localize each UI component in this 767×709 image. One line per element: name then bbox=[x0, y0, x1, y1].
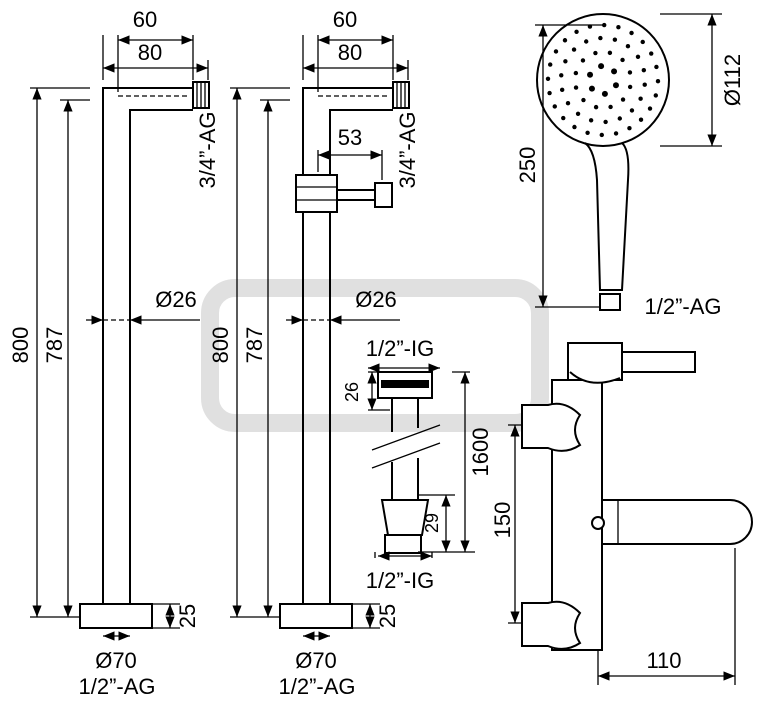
nozzle-dot bbox=[642, 82, 647, 87]
nozzle-dot bbox=[620, 57, 625, 63]
nozzle-dot bbox=[598, 63, 605, 70]
nozzle-dot bbox=[547, 90, 552, 96]
nozzle-dot bbox=[627, 84, 633, 90]
dim-800: 800 bbox=[208, 327, 233, 364]
nozzle-dot bbox=[603, 119, 608, 125]
dim-250: 250 bbox=[515, 147, 540, 184]
nozzle-dot bbox=[553, 49, 559, 54]
nozzle-dot bbox=[638, 96, 643, 101]
nozzle-dot bbox=[587, 71, 594, 78]
nozzle-dot bbox=[593, 50, 598, 56]
nozzle-dot bbox=[640, 39, 645, 45]
dim-60: 60 bbox=[133, 7, 157, 32]
nozzle-dot bbox=[612, 37, 618, 42]
nozzle-dot bbox=[612, 82, 619, 89]
dim-787: 787 bbox=[242, 327, 267, 364]
nozzle-dot bbox=[613, 131, 619, 136]
shower-hose: 1/2”-IG 26 1600 29 1/2”-IG bbox=[342, 336, 493, 593]
nozzle-dot bbox=[548, 62, 553, 67]
nozzle-dot bbox=[584, 39, 589, 44]
base-diameter: Ø70 bbox=[295, 648, 337, 673]
dim-53: 53 bbox=[338, 125, 362, 150]
nozzle-dot bbox=[581, 97, 586, 103]
nozzle-dot bbox=[611, 68, 618, 75]
dim-25: 25 bbox=[175, 604, 200, 628]
base-thread: 1/2”-AG bbox=[278, 674, 355, 699]
nozzle-dot bbox=[629, 30, 634, 36]
nozzle-dot bbox=[653, 93, 658, 98]
top-thread: 1/2”-IG bbox=[366, 336, 434, 361]
nozzle-dot bbox=[629, 108, 635, 113]
nozzle-dot bbox=[616, 25, 621, 30]
nozzle-dot bbox=[575, 111, 581, 116]
hand-shower: 250 Ø112 1/2”-AG bbox=[515, 13, 745, 319]
dim-80: 80 bbox=[138, 40, 162, 65]
dim-1600: 1600 bbox=[468, 428, 493, 477]
nozzle-dot bbox=[655, 79, 661, 84]
nozzle-dot bbox=[617, 116, 622, 121]
nozzle-dot bbox=[620, 97, 626, 102]
nozzle-dot bbox=[607, 50, 613, 56]
nozzle-dot bbox=[647, 106, 653, 111]
watermark-logo bbox=[201, 279, 549, 432]
base-thread: 1/2”-AG bbox=[78, 674, 155, 699]
base-diameter: Ø70 bbox=[95, 648, 137, 673]
nozzle-dot bbox=[545, 76, 551, 81]
shower-thread: 1/2”-AG bbox=[644, 294, 721, 319]
nozzle-dot bbox=[561, 115, 566, 121]
nozzle-dot bbox=[572, 124, 577, 130]
thread-label: 3/4”-AG bbox=[195, 111, 220, 188]
pipe-diameter: Ø26 bbox=[355, 287, 397, 312]
nozzle-dot bbox=[574, 29, 579, 34]
nozzle-dot bbox=[585, 130, 590, 135]
dim-110: 110 bbox=[646, 648, 681, 673]
nozzle-dot bbox=[627, 70, 633, 75]
nozzle-dot bbox=[559, 87, 565, 93]
nozzle-dot bbox=[638, 117, 644, 122]
dim-26: 26 bbox=[342, 382, 362, 402]
nozzle-dot bbox=[608, 104, 613, 110]
nozzle-dot bbox=[593, 104, 599, 110]
dim-60: 60 bbox=[333, 7, 357, 32]
dim-150: 150 bbox=[490, 502, 515, 539]
dim-787: 787 bbox=[42, 327, 67, 364]
nozzle-dot bbox=[588, 118, 594, 123]
nozzle-dot bbox=[588, 85, 595, 92]
nozzle-dot bbox=[571, 47, 577, 52]
dim-25: 25 bbox=[375, 604, 400, 628]
nozzle-dot bbox=[599, 132, 604, 138]
nozzle-dot bbox=[563, 59, 568, 64]
dim-80: 80 bbox=[338, 40, 362, 65]
slide-shower-bar: 60 80 53 3/4”-AG 800 787 Ø26 25 Ø70 1/2”… bbox=[208, 7, 420, 699]
thread-label: 3/4”-AG bbox=[395, 111, 420, 188]
nozzle-dot bbox=[635, 54, 641, 59]
bottom-thread: 1/2”-IG bbox=[366, 568, 434, 593]
nozzle-dot bbox=[654, 64, 659, 70]
wall-shower-bar: 60 80 3/4”-AG 800 787 Ø26 25 Ø70 1/2”-AG bbox=[8, 7, 220, 699]
bath-mixer: 150 110 bbox=[490, 342, 753, 685]
pipe-diameter: Ø26 bbox=[155, 287, 197, 312]
dim-29: 29 bbox=[422, 513, 442, 533]
nozzle-dot bbox=[580, 58, 586, 63]
nozzle-dot bbox=[649, 51, 654, 56]
nozzle-dot bbox=[559, 73, 564, 78]
nozzle-dot bbox=[598, 35, 603, 41]
nozzle-dot bbox=[552, 104, 557, 109]
nozzle-dot bbox=[562, 38, 568, 43]
head-diameter: Ø112 bbox=[720, 54, 745, 106]
nozzle-dot bbox=[565, 101, 571, 106]
nozzle-dot bbox=[573, 85, 579, 90]
nozzle-dot bbox=[625, 44, 631, 49]
dim-800: 800 bbox=[8, 327, 33, 364]
nozzle-dot bbox=[627, 126, 632, 131]
nozzle-dot bbox=[573, 70, 579, 76]
nozzle-dot bbox=[641, 67, 647, 73]
nozzle-dot bbox=[601, 90, 608, 97]
